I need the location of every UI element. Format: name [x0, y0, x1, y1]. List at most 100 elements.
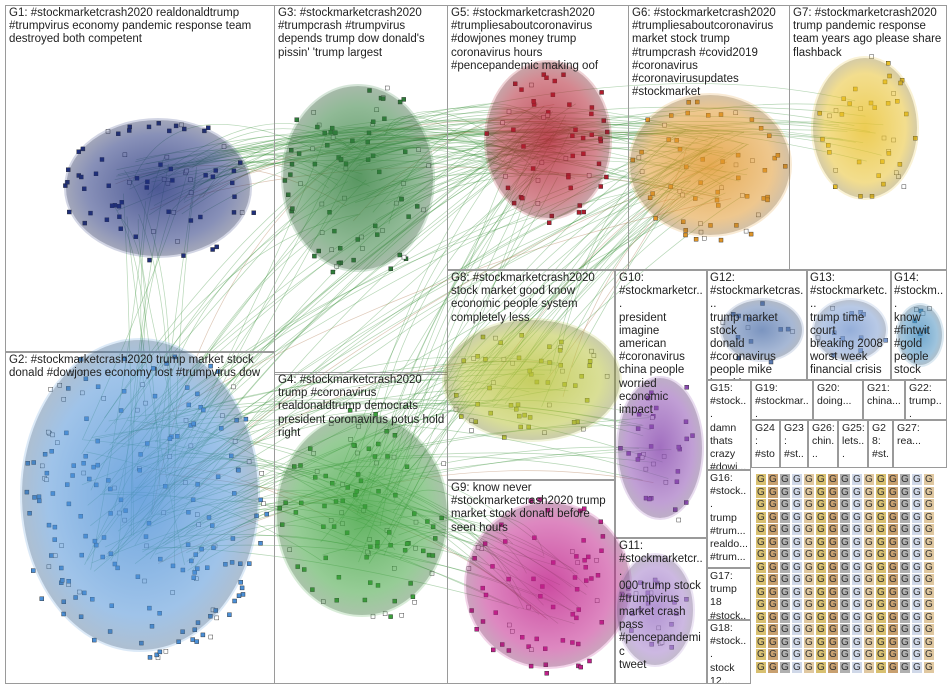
node-g6	[702, 235, 707, 241]
node-g9	[528, 498, 534, 503]
small-group-tile: G	[780, 549, 790, 560]
node-g4	[388, 614, 393, 619]
small-group-tile: G	[768, 536, 778, 548]
group-panel-g19: G19: #stockmar...	[751, 380, 813, 420]
small-group-tile: G	[864, 549, 874, 560]
node-g6	[743, 228, 749, 234]
small-group-tile: G	[780, 486, 790, 498]
small-group-tile: G	[768, 636, 778, 648]
small-group-tile: G	[876, 549, 886, 560]
edge	[392, 130, 856, 206]
small-group-tile: G	[792, 599, 802, 610]
small-group-tile: G	[756, 511, 766, 523]
small-group-tile: G	[876, 561, 886, 573]
node-g2	[215, 369, 221, 374]
small-group-tile: G	[912, 536, 922, 548]
small-group-tile: G	[840, 561, 850, 573]
small-group-tile: G	[888, 524, 898, 535]
small-group-tile: G	[756, 549, 766, 560]
node-g9	[578, 664, 583, 670]
small-group-tile: G	[912, 636, 922, 648]
small-group-tile: G	[792, 474, 802, 485]
small-group-tile: G	[804, 474, 814, 485]
small-group-tile: G	[756, 574, 766, 585]
group-panel-g24: G24: #sto...	[751, 420, 780, 468]
small-group-tile: G	[900, 549, 910, 560]
group-label-g23: G23: #st...	[784, 422, 804, 468]
small-group-tile: G	[780, 599, 790, 610]
node-g4	[441, 461, 446, 466]
small-group-tile: G	[924, 474, 934, 485]
node-g5	[604, 174, 609, 180]
small-group-tile: G	[792, 536, 802, 548]
small-group-tile: G	[828, 599, 838, 610]
node-cluster-g10	[618, 378, 702, 518]
group-label-g13: G13: #stockmarketc... trump time court b…	[810, 272, 888, 377]
small-group-tile: G	[924, 586, 934, 598]
small-group-tile: G	[900, 611, 910, 623]
small-group-tile: G	[864, 524, 874, 535]
group-label-g21: G21: china...	[867, 382, 901, 408]
small-group-tile: G	[756, 661, 766, 673]
small-group-tile: G	[924, 574, 934, 585]
small-group-tile: G	[840, 499, 850, 510]
small-group-tile: G	[888, 486, 898, 498]
group-label-g18: G18: #stock... stock 12...	[710, 622, 747, 684]
node-g1	[181, 253, 186, 258]
node-g2	[247, 561, 252, 566]
small-group-tile: G	[888, 536, 898, 548]
small-group-tile: G	[864, 636, 874, 648]
small-group-tile: G	[840, 636, 850, 648]
edge	[349, 115, 871, 154]
small-group-tile: G	[852, 636, 862, 648]
small-group-tile: G	[756, 536, 766, 548]
group-label-g12: G12: #stockmarketcras... trump market st…	[710, 272, 804, 379]
group-panel-g25: G25: lets...	[838, 420, 868, 468]
group-panel-g1: G1: #stockmarketcrash2020 realdonaldtrum…	[5, 5, 275, 352]
small-group-tile: G	[912, 524, 922, 535]
small-group-tile: G	[900, 474, 910, 485]
group-label-g27: G27: rea...	[897, 422, 921, 448]
node-g2	[154, 652, 159, 658]
small-group-tile: G	[912, 574, 922, 585]
node-g2	[239, 585, 245, 591]
node-g6	[748, 231, 754, 237]
node-cluster-g13	[814, 300, 886, 360]
group-label-g8: G8: #stockmarketcrash2020 stock market g…	[451, 272, 595, 324]
small-group-tile: G	[816, 624, 826, 635]
small-group-tile: G	[804, 586, 814, 598]
small-group-tile: G	[780, 474, 790, 485]
node-g1	[210, 247, 215, 252]
group-label-g20: G20: doing...	[817, 382, 852, 408]
small-group-tile: G	[756, 499, 766, 510]
node-g6	[718, 237, 724, 243]
node-g2	[147, 655, 153, 660]
small-group-tile: G	[912, 511, 922, 523]
small-group-tile: G	[792, 561, 802, 573]
small-group-tile: G	[900, 661, 910, 673]
small-group-tile: G	[768, 561, 778, 573]
group-label-g9: G9: know never #stockmarketcrash2020 tru…	[451, 482, 606, 534]
small-group-tile: G	[912, 611, 922, 623]
group-panel-g8: G8: #stockmarketcrash2020 stock market g…	[447, 270, 615, 480]
small-group-tile: G	[900, 574, 910, 585]
group-label-g16: G16: #stock... trump #trum... realdo... …	[710, 472, 748, 564]
small-group-tile: G	[816, 536, 826, 548]
small-group-tile: G	[900, 499, 910, 510]
node-cluster-g6	[630, 95, 790, 235]
small-group-tile: G	[840, 524, 850, 535]
node-g4	[347, 408, 353, 413]
small-group-tile: G	[792, 636, 802, 648]
small-group-tile: G	[888, 474, 898, 485]
edge	[363, 83, 856, 134]
small-group-tile: G	[876, 636, 886, 648]
small-group-tile: G	[924, 636, 934, 648]
small-group-tile: G	[780, 511, 790, 523]
node-g3	[401, 97, 406, 102]
small-group-tile: G	[912, 486, 922, 498]
small-group-tile: G	[876, 649, 886, 660]
small-group-tile: G	[900, 511, 910, 523]
small-group-tile: G	[840, 624, 850, 635]
small-group-tile: G	[864, 511, 874, 523]
small-group-tile: G	[804, 486, 814, 498]
